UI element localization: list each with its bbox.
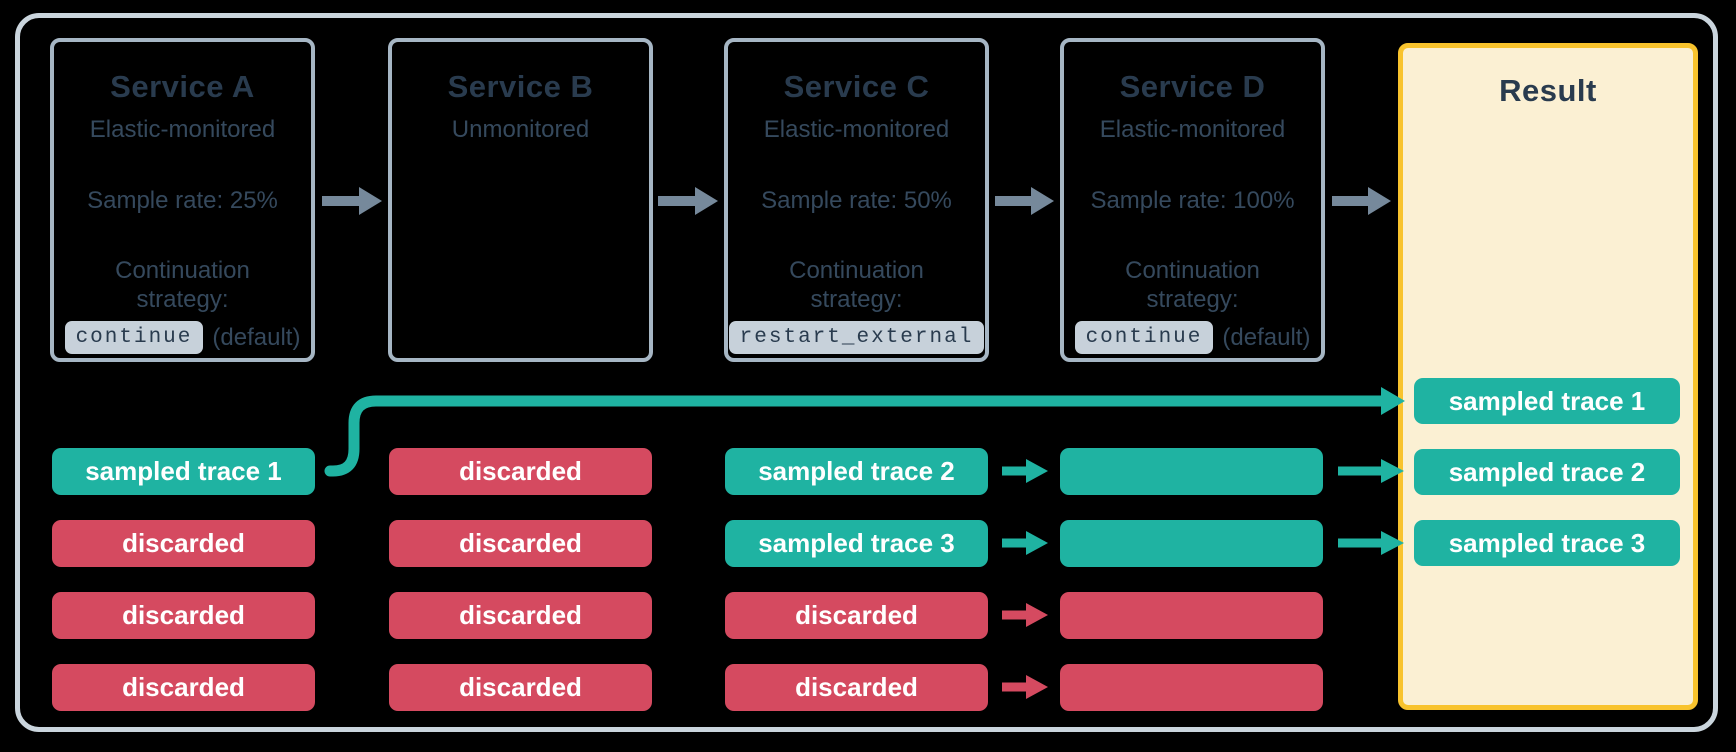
- service-b-subtitle: Unmonitored: [451, 116, 590, 143]
- service-a-strategy-label: Continuation strategy:: [115, 257, 250, 313]
- trace-chip-c3: discarded: [725, 592, 988, 639]
- trace-chip-a4: discarded: [52, 664, 315, 711]
- service-d-subtitle: Elastic-monitored: [1099, 116, 1286, 143]
- service-d-strategy-row: continue (default): [1064, 321, 1321, 354]
- service-a-subtitle: Elastic-monitored: [89, 116, 276, 143]
- service-d-strategy-label: Continuation strategy:: [1125, 257, 1260, 313]
- service-c-title: Service C: [783, 69, 930, 104]
- diagram-frame: [15, 13, 1718, 732]
- service-a-strategy-suffix: (default): [212, 323, 301, 351]
- trace-chip-d1: [1060, 448, 1323, 495]
- service-c-sample-rate: Sample rate: 50%: [761, 187, 952, 214]
- trace-chip-d3: [1060, 592, 1323, 639]
- result-chip-1: sampled trace 1: [1414, 378, 1680, 424]
- result-title: Result: [1499, 73, 1597, 108]
- service-c-box: Service C Elastic-monitored Sample rate:…: [724, 38, 989, 362]
- service-d-strategy-suffix: (default): [1222, 323, 1311, 351]
- trace-chip-b4: discarded: [389, 664, 652, 711]
- service-d-title: Service D: [1119, 69, 1266, 104]
- service-a-box: Service A Elastic-monitored Sample rate:…: [50, 38, 315, 362]
- trace-chip-b1: discarded: [389, 448, 652, 495]
- trace-chip-b2: discarded: [389, 520, 652, 567]
- result-chip-3: sampled trace 3: [1414, 520, 1680, 566]
- trace-chip-c1: sampled trace 2: [725, 448, 988, 495]
- service-c-strategy-label: Continuation strategy:: [789, 257, 924, 313]
- trace-chip-b3: discarded: [389, 592, 652, 639]
- service-d-sample-rate: Sample rate: 100%: [1090, 187, 1295, 214]
- result-chip-2: sampled trace 2: [1414, 449, 1680, 495]
- trace-chip-c2: sampled trace 3: [725, 520, 988, 567]
- trace-chip-a1: sampled trace 1: [52, 448, 315, 495]
- trace-chip-c4: discarded: [725, 664, 988, 711]
- trace-chip-a3: discarded: [52, 592, 315, 639]
- result-box: Result: [1398, 43, 1698, 710]
- trace-chip-a2: discarded: [52, 520, 315, 567]
- trace-chip-d2: [1060, 520, 1323, 567]
- service-a-title: Service A: [110, 69, 255, 104]
- service-c-strategy-code: restart_external: [728, 321, 985, 354]
- service-b-box: Service B Unmonitored: [388, 38, 653, 362]
- service-a-strategy-code: continue: [64, 321, 204, 354]
- service-c-strategy-row: restart_external: [728, 321, 985, 354]
- service-c-subtitle: Elastic-monitored: [763, 116, 950, 143]
- service-b-title: Service B: [447, 69, 594, 104]
- service-d-box: Service D Elastic-monitored Sample rate:…: [1060, 38, 1325, 362]
- service-a-strategy-row: continue (default): [54, 321, 311, 354]
- trace-chip-d4: [1060, 664, 1323, 711]
- service-a-sample-rate: Sample rate: 25%: [87, 187, 278, 214]
- service-d-strategy-code: continue: [1074, 321, 1214, 354]
